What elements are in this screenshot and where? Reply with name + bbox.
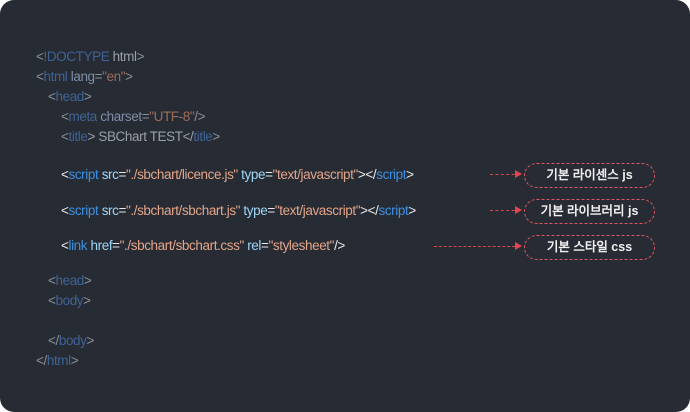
code-token-b: >: [212, 129, 220, 144]
code-line: <link href="./sbchart/sbchart.css" rel="…: [61, 237, 345, 255]
code-token-str: "text/javascript": [274, 203, 361, 218]
arrow-library: [490, 205, 522, 214]
code-token-attr: type: [237, 167, 266, 182]
code-token-tag: html: [46, 353, 71, 368]
code-token-b: <: [61, 203, 69, 218]
code-token-b: <: [61, 238, 69, 253]
code-line: <script src="./sbchart/licence.js" type=…: [61, 166, 414, 184]
code-token-tag: title: [68, 129, 88, 144]
code-line: <html lang="en">: [36, 68, 133, 86]
code-token-str: "stylesheet": [268, 238, 335, 253]
code-token-b: >: [406, 167, 414, 182]
code-token-b: >: [86, 333, 95, 348]
code-token-str: "text/javascript": [272, 167, 359, 182]
code-token-b: =: [267, 203, 275, 218]
code-line: <head>: [48, 88, 92, 106]
code-token-b: </: [36, 353, 47, 368]
code-line: <title> SBChart TEST</title>: [61, 128, 220, 146]
arrow-style: [434, 241, 522, 250]
code-token-b: >: [125, 69, 133, 84]
code-token-b: <: [61, 167, 69, 182]
code-token-b: <: [61, 129, 69, 144]
code-token-str: "UTF-8": [149, 109, 195, 124]
code-token-txt: html: [109, 49, 137, 64]
code-line: <meta charset="UTF-8"/>: [61, 108, 205, 126]
code-token-str: "./sbchart/sbchart.js": [125, 203, 241, 218]
code-token-tag: head: [55, 273, 84, 288]
code-token-tag: meta: [68, 109, 97, 124]
code-token-b: =: [261, 238, 269, 253]
code-token-tag: script: [68, 203, 99, 218]
code-token-attr: src: [98, 167, 119, 182]
code-token-attr: href: [87, 238, 113, 253]
code-line: <!DOCTYPE html>: [36, 48, 144, 66]
code-token-attr: charset: [96, 109, 142, 124]
code-token-str: "./sbchart/sbchart.css": [119, 238, 245, 253]
code-token-b: >: [83, 293, 91, 308]
code-line: </body>: [48, 332, 94, 350]
code-token-b: =: [118, 203, 127, 218]
code-token-tag: script: [376, 167, 407, 182]
code-token-tag: body: [55, 293, 84, 308]
annotation-style: 기본 스타일 css: [524, 235, 655, 260]
code-token-tag: !DOCTYPE: [43, 49, 110, 64]
arrow-licence: [490, 169, 522, 178]
code-token-b: >: [83, 273, 92, 288]
annotation-licence: 기본 라이센스 js: [524, 163, 655, 188]
code-token-b: <: [48, 273, 56, 288]
code-token-b: ></: [360, 203, 379, 218]
code-token-b: >: [83, 89, 92, 104]
code-token-b: =: [94, 69, 103, 84]
code-token-b: <: [48, 89, 56, 104]
code-token-b: <: [61, 109, 69, 124]
code-token-str: "./sbchart/licence.js": [125, 167, 238, 182]
annotation-library: 기본 라이브러리 js: [524, 199, 655, 224]
code-line: <body>: [48, 292, 91, 310]
code-token-b: =: [112, 238, 120, 253]
code-token-b: <: [36, 49, 44, 64]
code-token-b: =: [265, 167, 273, 182]
code-token-b: ></: [357, 167, 377, 182]
code-token-tag: script: [378, 203, 409, 218]
code-token-txt: > SBChart TEST</: [87, 129, 194, 144]
code-token-tag: head: [55, 89, 84, 104]
code-token-tag: title: [193, 129, 213, 144]
code-token-tag: body: [58, 333, 87, 348]
code-line: <head>: [48, 272, 92, 290]
code-line: <script src="./sbchart/sbchart.js" type=…: [61, 202, 416, 220]
code-token-attr: type: [240, 203, 268, 218]
code-token-b: <: [48, 293, 56, 308]
code-token-b: </: [48, 333, 59, 348]
code-token-attr: rel: [243, 238, 261, 253]
code-token-b: >: [408, 203, 416, 218]
code-token-b: >: [136, 49, 145, 64]
code-token-tag: script: [68, 167, 99, 182]
code-token-b: >: [70, 353, 79, 368]
code-token-tag: html: [43, 69, 68, 84]
code-token-attr: src: [98, 203, 119, 218]
code-token-b: =: [141, 109, 150, 124]
code-token-b: />: [194, 109, 206, 124]
code-token-b: <: [36, 69, 44, 84]
code-line: </html>: [36, 352, 79, 370]
code-token-b: />: [334, 238, 345, 253]
code-token-tag: link: [68, 238, 88, 253]
code-token-b: =: [118, 167, 127, 182]
code-token-str: "en": [102, 69, 126, 84]
code-token-attr: lang: [67, 69, 95, 84]
